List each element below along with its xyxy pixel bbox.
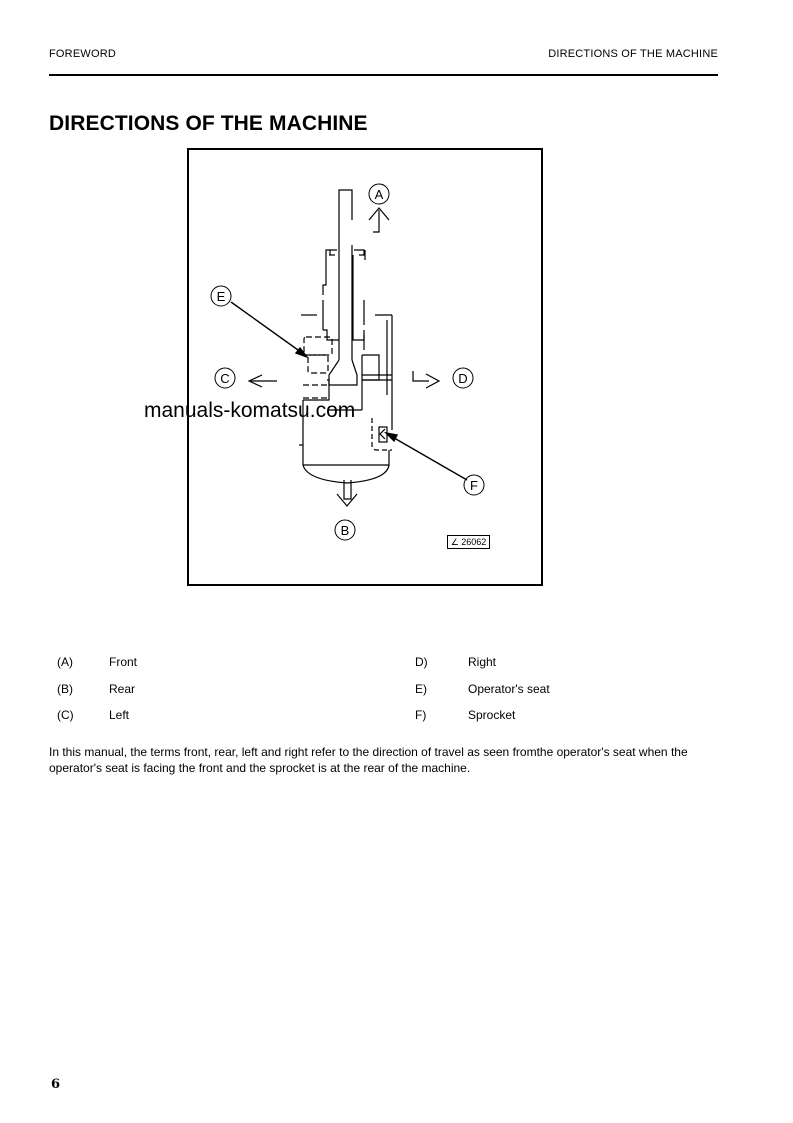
legend-key: F) xyxy=(415,708,427,722)
header-left: FOREWORD xyxy=(49,48,116,60)
header-right: DIRECTIONS OF THE MACHINE xyxy=(548,48,718,60)
label-f: F xyxy=(470,478,478,493)
label-a: A xyxy=(375,187,384,202)
label-e: E xyxy=(217,289,226,304)
legend-key: D) xyxy=(415,655,428,669)
upper-structure xyxy=(299,314,393,484)
figure-code: ∠ 26062 xyxy=(447,535,490,549)
label-c: C xyxy=(220,371,229,386)
page-number: 6 xyxy=(51,1077,61,1092)
arrow-left-icon xyxy=(247,374,277,388)
watermark: manuals-komatsu.com xyxy=(144,399,356,422)
body-paragraph: In this manual, the terms front, rear, l… xyxy=(49,745,688,775)
boom-outline xyxy=(322,189,366,341)
legend-value: Operator's seat xyxy=(468,682,550,696)
page-title: DIRECTIONS OF THE MACHINE xyxy=(49,112,368,135)
legend-value: Left xyxy=(109,708,130,722)
leader-line-f xyxy=(383,431,468,481)
arrow-right-icon xyxy=(412,371,441,389)
arrow-front-icon xyxy=(368,207,390,233)
machine-top-view-diagram: A B C D E F xyxy=(210,183,485,541)
legend-key: (B) xyxy=(57,682,73,696)
legend-value: Rear xyxy=(109,682,136,696)
header-rule xyxy=(49,74,718,76)
label-b: B xyxy=(341,523,350,538)
legend-key: (A) xyxy=(57,655,73,669)
leader-line-e xyxy=(230,301,310,359)
legend-value: Right xyxy=(468,655,497,669)
legend-key: E) xyxy=(415,682,427,696)
label-circles xyxy=(210,183,485,541)
legend-key: (C) xyxy=(57,708,74,722)
legend-value: Sprocket xyxy=(468,708,516,722)
label-d: D xyxy=(458,371,467,386)
arrow-rear-icon xyxy=(336,480,358,507)
legend-value: Front xyxy=(109,655,138,669)
machine-directions-figure: A B C D E F ∠ 26062 xyxy=(187,148,543,586)
